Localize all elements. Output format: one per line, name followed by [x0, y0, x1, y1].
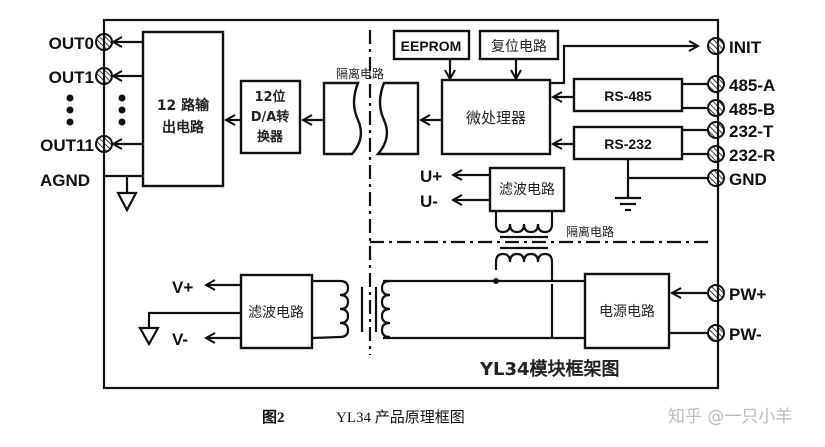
terminal-label: 232-T — [729, 122, 774, 141]
u-minus-label: U- — [420, 192, 438, 211]
terminal-label: PW+ — [729, 285, 766, 304]
svg-text:12 路输: 12 路输 — [157, 97, 210, 114]
isolation-block-left — [322, 81, 363, 156]
svg-text:EEPROM: EEPROM — [401, 38, 462, 54]
v-minus-label: V- — [172, 330, 188, 349]
isolation-block-right — [375, 81, 420, 156]
svg-text:滤波电路: 滤波电路 — [248, 305, 304, 321]
terminal-485a: 485-A — [707, 75, 775, 95]
isolation-label: 隔离电路 — [336, 66, 384, 81]
svg-text:出电路: 出电路 — [162, 119, 205, 136]
isolation-label-2: 隔离电路 — [566, 224, 614, 239]
reset-circuit-block: 复位电路 — [478, 29, 560, 61]
eeprom-block: EEPROM — [392, 29, 471, 61]
svg-text:换器: 换器 — [257, 129, 284, 145]
terminal-out1: OUT1 — [49, 67, 113, 87]
svg-text:12位: 12位 — [254, 89, 285, 105]
diagram-title: YL34模块框架图 — [479, 358, 620, 380]
module-frame — [102, 18, 720, 390]
terminal-gnd: GND — [707, 169, 767, 189]
transformer-left — [311, 279, 391, 340]
svg-text:复位电路: 复位电路 — [491, 38, 547, 55]
terminal-label: 485-A — [729, 76, 775, 95]
v-plus-label: V+ — [172, 278, 193, 297]
terminal-485b: 485-B — [707, 99, 775, 119]
rs485-block: RS-485 — [572, 77, 684, 113]
terminal-label: OUT1 — [49, 68, 94, 87]
svg-text:微处理器: 微处理器 — [466, 109, 526, 127]
svg-text:D/A转: D/A转 — [251, 109, 290, 125]
filter-circuit-bottom: 滤波电路 — [239, 273, 314, 350]
da-converter-block: 12位 D/A转 换器 — [239, 79, 302, 155]
terminal-label: OUT0 — [49, 34, 94, 53]
watermark: 知乎 @一只小羊 — [668, 407, 792, 427]
figure-caption: YL34 产品原理框图 — [336, 409, 465, 426]
filter-circuit-top: 滤波电路 — [488, 166, 566, 213]
terminal-init: INIT — [707, 37, 762, 57]
ground-icon — [116, 191, 138, 213]
terminal-label: PW- — [729, 325, 762, 344]
microprocessor-block: 微处理器 — [440, 78, 552, 156]
terminal-label: 232-R — [729, 146, 775, 165]
terminal-out0: OUT0 — [49, 33, 113, 53]
ellipsis-left — [66, 94, 126, 126]
output-circuit-block: 12 路输 出电路 — [141, 30, 225, 188]
terminal-label: OUT11 — [40, 136, 94, 155]
transformer-top — [494, 211, 554, 280]
terminal-label: INIT — [729, 38, 762, 57]
terminal-out11: OUT11 — [40, 135, 113, 155]
terminal-agnd-label: AGND — [40, 171, 90, 190]
power-circuit-block: 电源电路 — [583, 272, 671, 350]
ground-icon — [138, 326, 160, 347]
svg-text:RS-485: RS-485 — [604, 88, 652, 104]
earth-ground-icon — [615, 196, 641, 212]
u-plus-label: U+ — [420, 167, 442, 186]
terminal-232t: 232-T — [707, 121, 774, 141]
terminal-pw-plus: PW+ — [707, 284, 766, 304]
rs232-block: RS-232 — [572, 125, 684, 161]
svg-text:RS-232: RS-232 — [604, 136, 652, 152]
terminal-pw-minus: PW- — [707, 324, 762, 344]
terminal-232r: 232-R — [707, 145, 775, 165]
svg-text:滤波电路: 滤波电路 — [499, 182, 555, 198]
terminal-label: 485-B — [729, 100, 775, 119]
svg-text:电源电路: 电源电路 — [599, 304, 655, 320]
terminal-label: GND — [729, 170, 767, 189]
figure-number: 图2 — [262, 409, 285, 426]
